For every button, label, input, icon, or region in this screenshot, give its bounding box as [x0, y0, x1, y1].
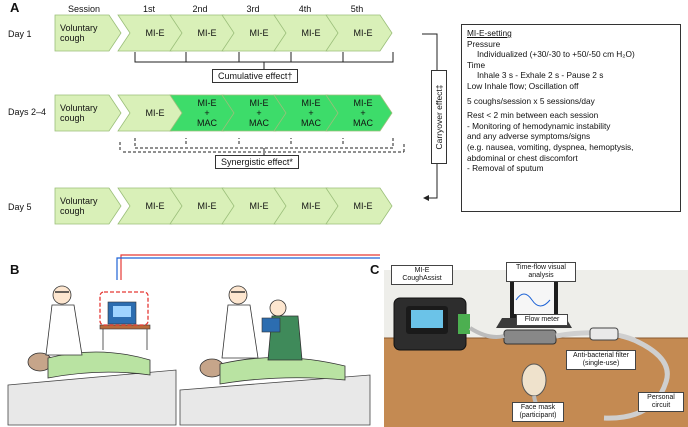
header-session: Session: [67, 4, 101, 14]
header-col-2: 2nd: [192, 4, 208, 14]
settings-title: MI-E-setting: [467, 28, 512, 38]
day-label-3: Day 5: [8, 202, 32, 212]
carryover-effect-label: Carryover effect‡: [434, 84, 444, 150]
doctor-head-right: [228, 285, 248, 305]
settings-line: Time: [467, 59, 486, 70]
face-mask: [521, 363, 547, 397]
synergistic-effect-label: Synergistic effect*: [215, 155, 299, 169]
panel-b-illustration: [7, 254, 380, 426]
day-label-1: Day 1: [8, 29, 32, 39]
header-col-5: 5th: [350, 4, 364, 14]
settings-line: Pressure: [467, 38, 501, 49]
chevron-label-r2-c0: Voluntary cough: [60, 103, 98, 123]
chevron-r1-c5: [325, 14, 393, 52]
chevron-label-r3-c5: MI-E: [353, 201, 373, 211]
settings-line: - Removal of sputum: [467, 163, 544, 174]
chevron-label-r3-c4: MI-E: [301, 201, 321, 211]
label-personal-circuit: Personal circuit: [638, 392, 684, 412]
doctor-head-left: [52, 285, 72, 305]
settings-line: Inhale 3 s - Exhale 2 s - Pause 2 s: [477, 70, 604, 81]
settings-line: 5 coughs/session x 5 sessions/day: [467, 95, 595, 106]
flow-meter: [503, 329, 557, 345]
blue-connector-line: [116, 257, 380, 288]
chevron-label-r2-c3: MI-E + MAC: [249, 98, 269, 128]
panel-b-letter: B: [10, 262, 20, 277]
chevron-label-r3-c2: MI-E: [197, 201, 217, 211]
synergistic-bracket-outer: [134, 138, 394, 149]
chevron-label-r3-c1: MI-E: [145, 201, 165, 211]
chevron-r3-c0: [54, 187, 122, 225]
label-antibacterial-filter: Anti-bacterial filter (single-use): [566, 350, 636, 370]
settings-line: (e.g. nausea, vomiting, dyspnea, hemopty…: [467, 141, 634, 152]
right-scene: [179, 280, 371, 426]
settings-line: Individualized (+30/-30 to +50/-50 cm H₂…: [477, 49, 635, 60]
panel-a-letter: A: [10, 0, 20, 15]
cumulative-bracket: [134, 52, 394, 63]
device-right: [261, 317, 281, 333]
chevron-label-r1-c4: MI-E: [301, 28, 321, 38]
antibacterial-filter: [589, 327, 619, 341]
left-scene: [7, 280, 177, 426]
chevron-label-r1-c3: MI-E: [249, 28, 269, 38]
header-col-1: 1st: [142, 4, 155, 14]
header-col-3: 3rd: [246, 4, 260, 14]
chevron-r2-c5: [325, 94, 393, 132]
chevron-label-r3-c3: MI-E: [249, 201, 269, 211]
carryover-box: Carryover effect‡: [431, 70, 447, 164]
label-flow-meter: Flow meter: [516, 314, 568, 326]
header-col-4: 4th: [298, 4, 312, 14]
label-face-mask: Face mask (participant): [512, 402, 564, 422]
day-label-2: Days 2–4: [8, 107, 47, 117]
cumulative-effect-label: Cumulative effect†: [212, 69, 299, 83]
chevron-label-r1-c2: MI-E: [197, 28, 217, 38]
chevron-r2-c0: [54, 94, 122, 132]
chevron-label-r2-c4: MI-E + MAC: [301, 98, 321, 128]
chevron-r1-c0: [54, 14, 122, 52]
synergistic-bracket-inner: [119, 142, 405, 153]
settings-line: - Monitoring of hemodynamic instability: [467, 120, 611, 131]
panel-c-letter: C: [370, 262, 380, 277]
settings-line: Rest < 2 min between each session: [467, 110, 599, 121]
chevron-label-r1-c1: MI-E: [145, 28, 165, 38]
chevron-label-r2-c1: MI-E: [145, 108, 165, 118]
chevron-label-r1-c0: Voluntary cough: [60, 23, 98, 43]
settings-line: and any adverse symptoms/signs: [467, 131, 591, 142]
settings-line: Low Inhale flow; Oscillation off: [467, 80, 579, 91]
chevron-r3-c5: [325, 187, 393, 225]
red-connector-line: [120, 254, 380, 288]
label-time-flow: Time-flow visual analysis: [506, 262, 576, 282]
device-highlight-left: [99, 291, 149, 326]
device-green-port: [458, 314, 470, 334]
chevron-label-r2-c2: MI-E + MAC: [197, 98, 217, 128]
chevron-label-r2-c5: MI-E + MAC: [353, 98, 373, 128]
therapist-head: [269, 299, 287, 317]
chevron-label-r1-c5: MI-E: [353, 28, 373, 38]
settings-line: abdominal or chest discomfort: [467, 152, 578, 163]
label-mie-coughassist: MI-E CoughAssist: [391, 265, 453, 285]
chevron-label-r3-c0: Voluntary cough: [60, 196, 98, 216]
